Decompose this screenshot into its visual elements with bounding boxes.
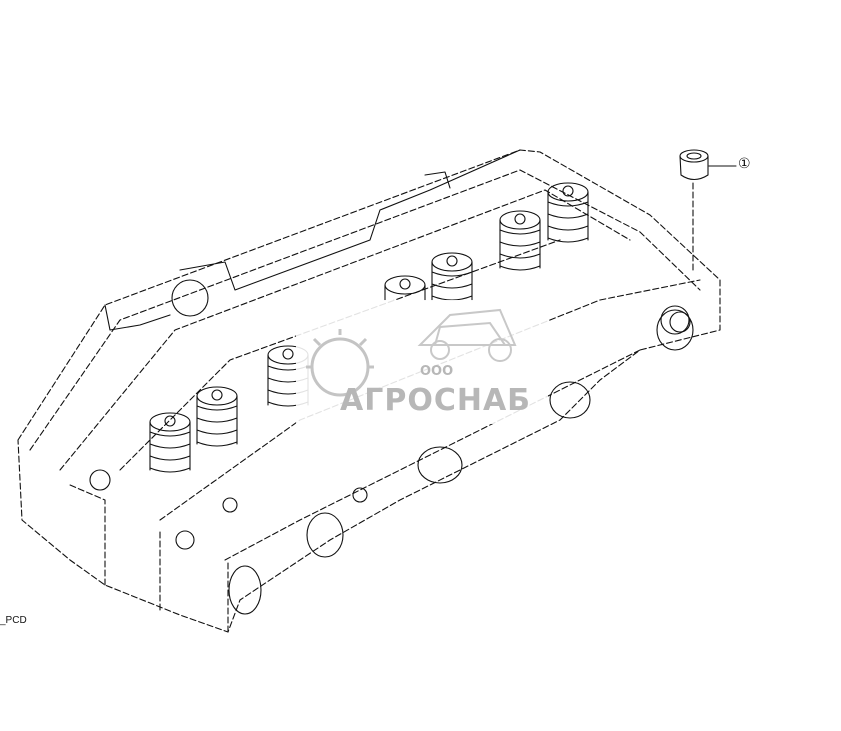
drawing-code: _PCD (0, 615, 27, 626)
part-1-sleeve (679, 149, 709, 181)
watermark-company-name: АГРОСНАБ (340, 383, 532, 418)
port-openings (89, 309, 694, 615)
watermark-backdrop (296, 300, 548, 424)
valve-spring-1 (149, 412, 191, 473)
valve-spring-6 (499, 210, 541, 271)
top-rim (104, 149, 691, 335)
valve-spring-7 (547, 182, 589, 243)
watermark-prefix: ООО (420, 364, 454, 379)
valve-spring-5 (431, 252, 473, 301)
watermark-logo (306, 308, 517, 397)
valve-spring-4 (384, 275, 426, 301)
callout-1: ① (738, 156, 751, 172)
valve-spring-2 (196, 386, 238, 447)
